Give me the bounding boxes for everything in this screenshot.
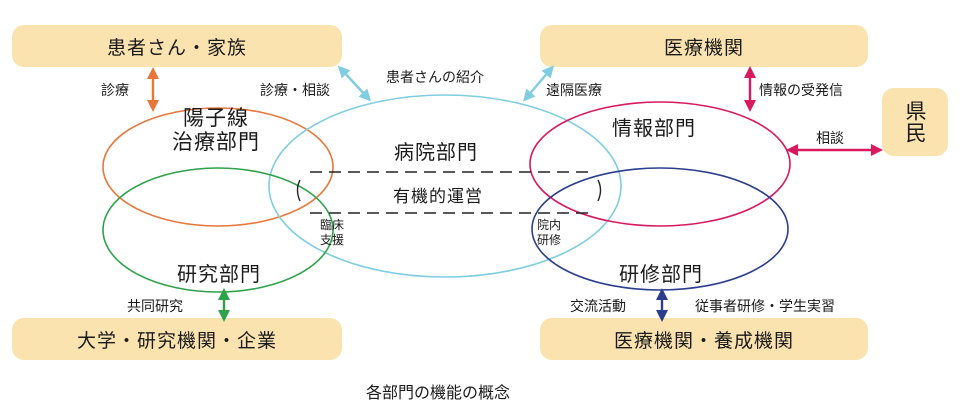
organic-band-right-bracket bbox=[597, 179, 602, 202]
medical-institutions-label: 医療機関 bbox=[663, 36, 744, 59]
diagram-caption: 各部門の機能の概念 bbox=[366, 383, 511, 402]
inhospital-training-label: 院内 研修 bbox=[537, 218, 562, 247]
hospital-dept-label: 病院部門 bbox=[394, 140, 478, 164]
university-research-label: 大学・研究機関・企業 bbox=[76, 329, 277, 352]
residents-box: 県民 bbox=[882, 88, 948, 156]
telemedicine-label: 遠隔医療 bbox=[546, 83, 602, 99]
consultation-label: 相談 bbox=[816, 131, 844, 147]
information-dept-label: 情報部門 bbox=[612, 116, 696, 140]
telemedicine-arrow bbox=[523, 65, 554, 102]
training-dept-label: 研修部門 bbox=[619, 262, 703, 286]
clinical-support-label: 臨床 支援 bbox=[320, 218, 345, 247]
medical-training-box: 医療機関・養成機関 bbox=[540, 318, 868, 360]
proton-ellipse bbox=[102, 107, 334, 227]
medical-institutions-box: 医療機関 bbox=[540, 25, 868, 67]
joint-research-label: 共同研究 bbox=[127, 299, 183, 315]
organic-band-left-bracket bbox=[296, 179, 301, 202]
diagnosis-consult-arrow bbox=[337, 65, 372, 102]
organic-operation-label: 有機的運営 bbox=[393, 187, 483, 207]
patient-referral-label: 患者さんの紹介 bbox=[386, 70, 484, 86]
university-research-box: 大学・研究機関・企業 bbox=[12, 318, 342, 360]
research-dept-label: 研究部門 bbox=[177, 262, 261, 286]
patients-family-label: 患者さん・家族 bbox=[106, 36, 247, 59]
staff-training-label: 従事者研修・学生実習 bbox=[695, 299, 835, 315]
diagnosis-label: 診療 bbox=[101, 83, 129, 99]
information-ellipse bbox=[529, 101, 791, 227]
medical-training-label: 医療機関・養成機関 bbox=[613, 329, 794, 352]
hospital-ellipse bbox=[268, 94, 622, 278]
patients-family-box: 患者さん・家族 bbox=[12, 25, 342, 67]
info-send-receive-label: 情報の受発信 bbox=[759, 83, 843, 99]
proton-dept-label: 陽子線 治療部門 bbox=[172, 106, 260, 154]
exchange-label: 交流活動 bbox=[570, 299, 626, 315]
residents-label: 県民 bbox=[903, 100, 927, 144]
diagnosis-consult-label: 診療・相談 bbox=[260, 83, 330, 99]
